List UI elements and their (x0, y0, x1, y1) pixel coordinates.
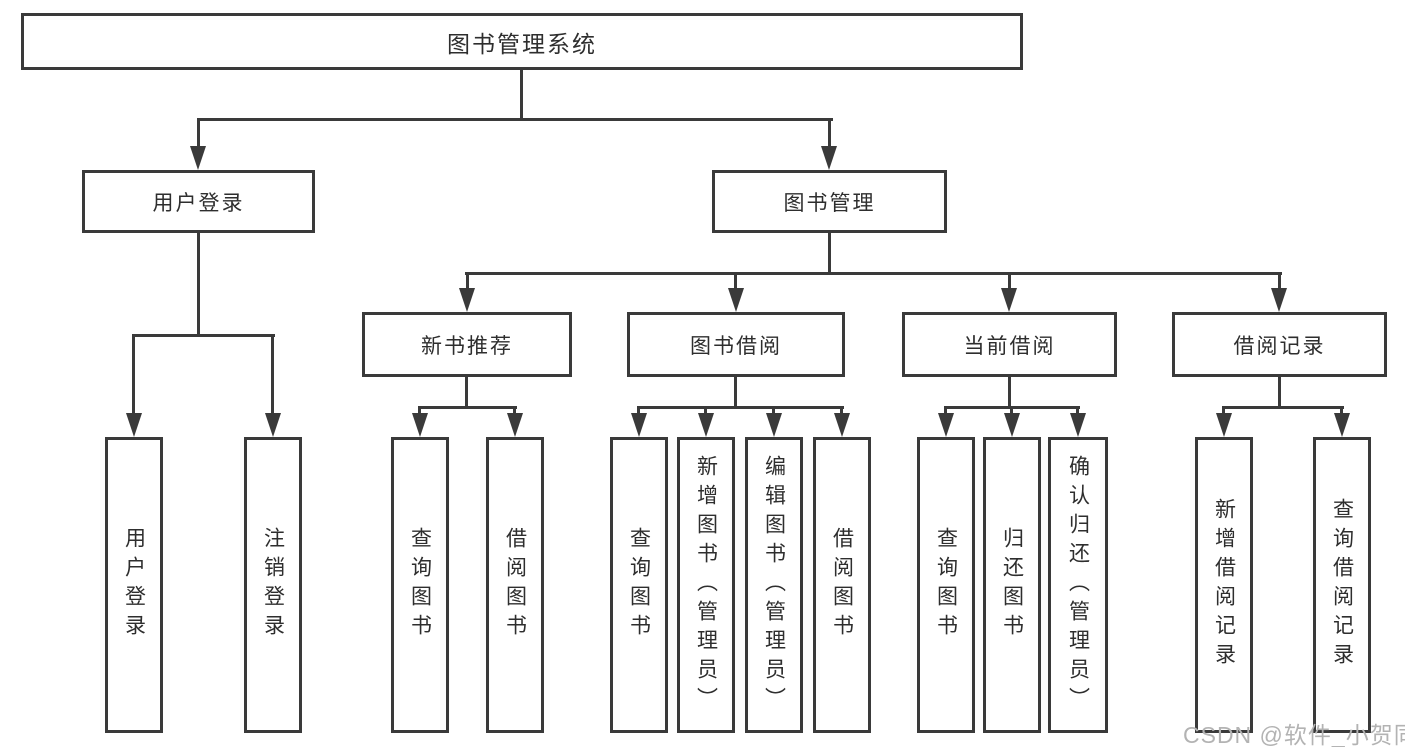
arrow-down-icon (631, 413, 647, 437)
connector-line (197, 118, 200, 148)
arrow-down-icon (1004, 413, 1020, 437)
arrow-down-icon (698, 413, 714, 437)
connector-line (418, 406, 421, 415)
connector-line (466, 272, 469, 290)
node-label: 图书借阅 (690, 334, 782, 358)
node-label: 用户登录 (152, 191, 245, 215)
leaf-query-books-recommend: 查询图书 (391, 437, 449, 733)
connector-line (828, 118, 831, 148)
connector-line (1008, 272, 1011, 290)
connector-line (132, 334, 275, 337)
arrow-down-icon (1216, 413, 1232, 437)
node-book-management: 图书管理 (712, 170, 947, 233)
arrow-down-icon (1334, 413, 1350, 437)
leaf-query-books-borrow: 查询图书 (610, 437, 668, 733)
csdn-watermark: CSDN @软件_小贺同学 (1183, 722, 1405, 747)
leaf-label: 注销登录 (261, 527, 285, 643)
leaf-edit-book-admin: 编辑图书（管理员） (745, 437, 803, 733)
node-book-borrow: 图书借阅 (627, 312, 845, 377)
leaf-return-book: 归还图书 (983, 437, 1041, 733)
connector-line (197, 233, 200, 337)
leaf-label: 借阅图书 (830, 527, 854, 643)
leaf-label: 借阅图书 (503, 527, 527, 643)
arrow-down-icon (265, 413, 281, 437)
leaf-borrow-books-recommend: 借阅图书 (486, 437, 544, 733)
node-label: 新书推荐 (421, 334, 513, 358)
node-label: 图书管理系统 (447, 30, 597, 57)
connector-line (197, 118, 833, 121)
connector-line (637, 406, 640, 415)
arrow-down-icon (190, 146, 206, 170)
connector-line (271, 334, 274, 415)
arrow-down-icon (1271, 288, 1287, 312)
arrow-down-icon (412, 413, 428, 437)
connector-line (734, 272, 737, 290)
leaf-label: 查询图书 (408, 527, 432, 643)
arrow-down-icon (938, 413, 954, 437)
arrow-down-icon (507, 413, 523, 437)
leaf-confirm-return-admin: 确认归还（管理员） (1048, 437, 1108, 733)
leaf-query-books-current: 查询图书 (917, 437, 975, 733)
leaf-label: 确认归还（管理员） (1066, 454, 1090, 716)
leaf-label: 查询借阅记录 (1330, 498, 1354, 672)
connector-line (465, 377, 468, 408)
arrow-down-icon (459, 288, 475, 312)
connector-line (513, 406, 516, 415)
connector-line (520, 69, 523, 118)
node-current-borrow: 当前借阅 (902, 312, 1117, 377)
connector-line (1076, 406, 1079, 415)
connector-line (840, 406, 843, 415)
arrow-down-icon (126, 413, 142, 437)
connector-line (1278, 272, 1281, 290)
arrow-down-icon (821, 146, 837, 170)
connector-line (1008, 377, 1011, 408)
connector-line (944, 406, 947, 415)
leaf-add-borrow-record: 新增借阅记录 (1195, 437, 1253, 733)
arrow-down-icon (766, 413, 782, 437)
connector-line (1010, 406, 1013, 415)
connector-line (1340, 406, 1343, 415)
leaf-logout: 注销登录 (244, 437, 302, 733)
connector-line (1222, 406, 1344, 409)
node-label: 当前借阅 (963, 334, 1056, 358)
node-user-login: 用户登录 (82, 170, 315, 233)
arrow-down-icon (728, 288, 744, 312)
arrow-down-icon (1001, 288, 1017, 312)
leaf-user-login: 用户登录 (105, 437, 163, 733)
leaf-label: 编辑图书（管理员） (762, 454, 786, 716)
leaf-label: 查询图书 (934, 527, 958, 643)
connector-line (465, 272, 1282, 275)
leaf-add-book-admin: 新增图书（管理员） (677, 437, 735, 733)
leaf-label: 归还图书 (1000, 527, 1024, 643)
node-borrow-records: 借阅记录 (1172, 312, 1387, 377)
connector-line (704, 406, 707, 415)
leaf-borrow-books: 借阅图书 (813, 437, 871, 733)
connector-line (637, 406, 844, 409)
leaf-label: 用户登录 (122, 527, 146, 643)
connector-line (772, 406, 775, 415)
connector-line (1278, 377, 1281, 408)
connector-line (828, 233, 831, 274)
node-system-root: 图书管理系统 (21, 13, 1023, 70)
leaf-label: 新增借阅记录 (1212, 498, 1236, 672)
leaf-label: 查询图书 (627, 527, 651, 643)
node-label: 图书管理 (783, 191, 876, 215)
connector-line (1222, 406, 1225, 415)
leaf-label: 新增图书（管理员） (694, 454, 718, 716)
connector-line (734, 377, 737, 408)
node-label: 借阅记录 (1233, 334, 1326, 358)
connector-line (418, 406, 517, 409)
arrow-down-icon (1070, 413, 1086, 437)
node-new-book-recommend: 新书推荐 (362, 312, 572, 377)
leaf-query-borrow-record: 查询借阅记录 (1313, 437, 1371, 733)
arrow-down-icon (834, 413, 850, 437)
connector-line (132, 334, 135, 415)
